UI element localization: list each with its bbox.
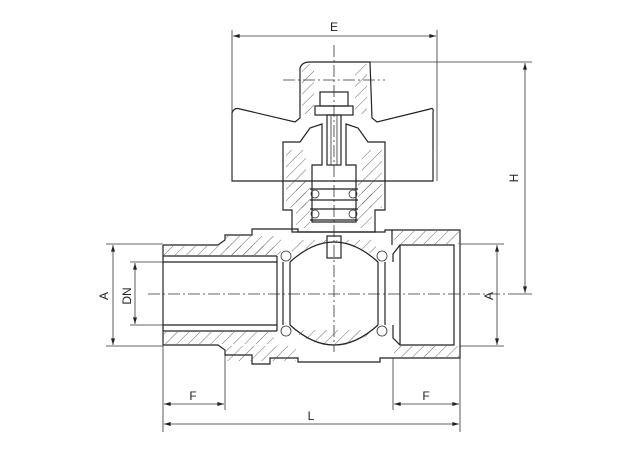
- dimension-A-left: [106, 243, 163, 347]
- valve-body: [162, 228, 461, 365]
- dim-label-A-right: A: [482, 292, 496, 300]
- dim-label-E: E: [330, 20, 338, 34]
- dim-label-H: H: [507, 174, 521, 183]
- dimension-F-right: [392, 358, 461, 432]
- bonnet: [282, 123, 386, 233]
- o-ring: [348, 189, 358, 199]
- o-ring: [310, 189, 320, 199]
- ball-seat: [376, 325, 388, 337]
- dim-label-F-left: F: [189, 389, 196, 403]
- ball-seat: [280, 325, 292, 337]
- dimension-H: [370, 61, 532, 295]
- dimension-DN: [130, 261, 163, 326]
- stem-nut: [314, 91, 354, 166]
- ball-seat: [376, 250, 388, 262]
- o-ring: [348, 209, 358, 219]
- handle: [231, 61, 434, 182]
- dimension-F-left: [162, 345, 226, 432]
- o-ring: [310, 209, 320, 219]
- dim-label-L: L: [308, 409, 315, 423]
- dimension-A-right: [460, 243, 504, 347]
- dimension-E: [231, 30, 438, 181]
- ball-seat: [280, 250, 292, 262]
- dim-label-A-left: A: [97, 292, 111, 300]
- dim-label-F-right: F: [422, 389, 429, 403]
- dim-label-DN: DN: [120, 287, 134, 304]
